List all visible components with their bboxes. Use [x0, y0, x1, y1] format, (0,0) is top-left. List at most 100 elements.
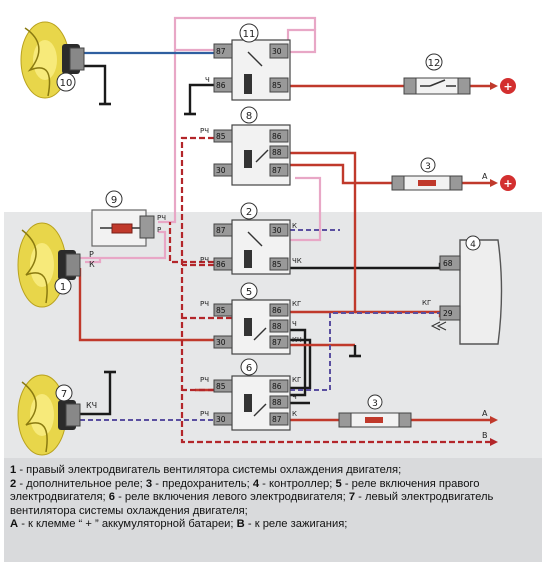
relay-2-label-chk: ЧК	[292, 257, 302, 265]
relay-6-label-k: К	[292, 410, 297, 418]
caption-legend: 1 - правый электродвигатель вентилятора …	[4, 458, 542, 562]
relay-2-label-rch: РЧ	[200, 256, 209, 264]
relay-6-label-rch-bottom: РЧ	[200, 410, 209, 418]
caption-text-4: - контроллер;	[259, 477, 336, 490]
relay-5-pin-87: 87	[272, 338, 282, 347]
plus-symbol-middle: +	[503, 177, 512, 190]
caption-letter-b: В	[236, 518, 245, 531]
fuse-3-lower: 3 A В	[338, 394, 488, 440]
controller-4-label-kg: КГ	[422, 299, 431, 307]
relay-5-pin-86: 86	[272, 306, 282, 315]
relay-11-number: 11	[243, 29, 256, 40]
relay-8-pin-30: 30	[216, 166, 226, 175]
controller-4-number: 4	[470, 240, 476, 250]
relay-2-pin-86: 86	[216, 260, 226, 269]
relay-11-pin-87: 87	[216, 47, 226, 56]
relay-6-label-ch: Ч	[292, 393, 297, 401]
caption-text-6: - реле включения левого электродвигателя…	[114, 491, 349, 504]
caption-text-a: - к клемме “ + ” аккумуляторной батареи;	[18, 518, 237, 531]
motor-7-number: 7	[61, 389, 67, 400]
relay-8-pin-87: 87	[272, 166, 282, 175]
controller-4-pin-29: 29	[443, 309, 453, 318]
caption-num-2: 2	[10, 477, 17, 490]
relay-11-label-ch: Ч	[205, 76, 210, 84]
motor-1-number: 1	[60, 282, 66, 293]
motor-1: 1 Р К	[17, 222, 95, 308]
caption-text-7: - левый электродвигатель вентилятора сис…	[10, 491, 494, 517]
relay-6-label-rch-top: РЧ	[200, 376, 209, 384]
resistor-9-label-rch: РЧ	[157, 214, 166, 222]
relay-2-number: 2	[246, 207, 252, 218]
caption-text-1: - правый электродвигатель вентилятора си…	[16, 464, 402, 476]
caption-text-5: - реле включения правого электродвигател…	[10, 477, 480, 504]
fuse-3-upper-terminal: A	[482, 172, 488, 181]
plus-terminal-top: +	[490, 78, 516, 94]
relay-8: 8 85 86 88 30 87 РЧ	[200, 106, 291, 186]
relay-2-label-k: К	[292, 222, 297, 230]
motor-7-label-kch: КЧ	[86, 401, 97, 410]
fuse-3-lower-number: 3	[372, 399, 378, 409]
relay-6-label-kg: КГ	[292, 376, 301, 384]
caption-num-6: 6	[108, 491, 115, 504]
caption-num-1: 1	[10, 464, 17, 476]
arrow-b-lower	[490, 438, 498, 446]
relay-5-label-kch: КЧ	[292, 336, 302, 344]
relay-8-number: 8	[246, 111, 252, 122]
relay-2-pin-85: 85	[272, 260, 282, 269]
resistor-9-label-r: Р	[157, 226, 161, 234]
relay-6-number: 6	[246, 363, 252, 374]
fuse-3-upper-number: 3	[425, 162, 431, 172]
motor-7: 7 КЧ	[17, 374, 97, 456]
relay-5: 5 85 86 88 30 87 РЧ КГ Ч КЧ	[200, 282, 302, 355]
switch-12-number: 12	[428, 58, 441, 69]
resistor-9: 9 РЧ Р	[91, 190, 166, 247]
caption-num-7: 7	[348, 491, 356, 504]
relay-5-label-rch: РЧ	[200, 300, 209, 308]
relay-11-pin-30: 30	[272, 47, 282, 56]
motor-1-label-k: К	[89, 260, 95, 269]
fuse-3-lower-terminal-b: В	[482, 431, 488, 440]
relay-11-pin-86: 86	[216, 81, 226, 90]
relay-8-label-rch: РЧ	[200, 127, 209, 135]
relay-11-pin-85: 85	[272, 81, 282, 90]
caption-text-2: - дополнительное реле;	[16, 477, 146, 490]
switch-12: 12	[403, 53, 471, 95]
relay-2-pin-87: 87	[216, 226, 226, 235]
relay-5-label-ch: Ч	[292, 320, 297, 328]
relay-6-pin-88: 88	[272, 398, 282, 407]
relay-11: 11 87 30 86 85 Ч	[205, 23, 291, 101]
caption-num-3: 3	[145, 477, 153, 490]
plus-symbol-top: +	[503, 80, 512, 93]
motor-1-label-r: Р	[89, 250, 94, 259]
relay-5-pin-85: 85	[216, 306, 226, 315]
controller-4: 4 68 29 КГ	[422, 235, 503, 345]
caption-num-5: 5	[335, 477, 342, 490]
fuse-3-lower-terminal-a: A	[482, 409, 488, 418]
controller-4-pin-68: 68	[443, 259, 453, 268]
relay-6: 6 85 86 88 30 87 РЧ РЧ КГ Ч К	[200, 358, 301, 431]
relay-2: 2 87 30 86 85 К РЧ ЧК	[200, 202, 302, 275]
relay-5-pin-30: 30	[216, 338, 226, 347]
relay-6-pin-86: 86	[272, 382, 282, 391]
caption-text-3: - предохранитель;	[152, 477, 253, 490]
relay-8-pin-86: 86	[272, 132, 282, 141]
relay-6-pin-30: 30	[216, 415, 226, 424]
resistor-9-number: 9	[111, 195, 117, 206]
motor-10: 10	[20, 21, 85, 99]
relay-5-label-kg: КГ	[292, 300, 301, 308]
relay-5-pin-88: 88	[272, 322, 282, 331]
arrow-a-lower	[490, 416, 498, 424]
fuse-3-upper: 3 A	[391, 157, 488, 191]
relay-5-number: 5	[246, 287, 252, 298]
caption-num-4: 4	[252, 477, 260, 490]
relay-6-pin-87: 87	[272, 415, 282, 424]
ignition-dashed-wires	[168, 136, 490, 444]
relay-8-pin-88: 88	[272, 148, 282, 157]
relay-8-pin-85: 85	[216, 132, 226, 141]
signal-dashed-wires	[80, 229, 440, 421]
relay-6-pin-85: 85	[216, 382, 226, 391]
motor-10-number: 10	[60, 78, 73, 89]
caption-text-b: - к реле зажигания;	[244, 518, 348, 531]
relay-2-pin-30: 30	[272, 226, 282, 235]
